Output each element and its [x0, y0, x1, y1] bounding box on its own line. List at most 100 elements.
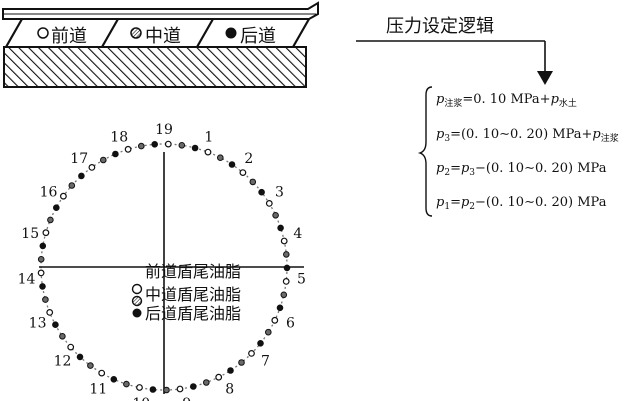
middle-grease-point: [68, 182, 76, 189]
ring-position-number: 3: [275, 185, 284, 201]
middle-grease-point: [283, 251, 290, 258]
ring-position-number: 7: [261, 354, 270, 370]
rear-grease-point: [277, 224, 284, 232]
middle-grease-point: [87, 362, 94, 369]
middle-grease-point: [217, 154, 224, 161]
rear-grease-point: [39, 283, 46, 290]
rear-grease-point: [76, 353, 84, 361]
front-grease-point: [98, 369, 106, 377]
middle-grease-point: [280, 291, 288, 299]
middle-grease-point: [249, 178, 257, 186]
middle-grease-point: [272, 212, 279, 219]
legend-middle-text: 中道盾尾油脂: [145, 285, 242, 304]
legend-rear-marker: [132, 308, 142, 318]
middle-grease-point: [163, 386, 170, 394]
middle-grease-point: [59, 333, 66, 340]
ring-position-number: 6: [286, 315, 295, 331]
middle-grease-point: [238, 359, 245, 366]
logic-arrow: [356, 40, 553, 85]
rear-grease-point: [258, 188, 265, 196]
ring-position-number: 12: [54, 354, 72, 370]
front-grease-point: [239, 169, 247, 177]
front-grease-point: [176, 385, 184, 393]
front-grease-point: [88, 163, 96, 171]
rear-grease-point: [276, 304, 284, 312]
front-grease-point: [37, 269, 45, 277]
middle-grease-point: [47, 216, 54, 224]
middle-grease-marker: [130, 27, 142, 39]
middle-grease-point: [178, 142, 186, 149]
ring-position-number: 13: [29, 315, 47, 331]
rear-grease-point: [190, 383, 197, 390]
brush-divider: [196, 18, 214, 48]
rear-grease-marker: [225, 27, 237, 39]
ring-position-number: 8: [225, 381, 234, 397]
formula-p1: p1=p2−(0. 10∼0. 20) MPa: [436, 195, 607, 212]
brush-divider: [292, 18, 310, 48]
ring-position-number: 17: [70, 151, 88, 167]
front-grease-point: [136, 384, 143, 391]
rear-grease-point: [110, 376, 118, 383]
rear-grease-point: [151, 141, 158, 148]
ring-position-number: 5: [297, 271, 306, 287]
front-grease-point: [215, 373, 223, 381]
rear-grease-point: [53, 204, 60, 211]
ring-position-number: 15: [21, 226, 39, 242]
legend-front-text: 前道盾尾油脂: [145, 262, 242, 281]
legend-front-marker: [131, 283, 143, 295]
tail-ring: 12345678910111213141516171819: [18, 122, 306, 401]
rear-grease-point: [283, 264, 291, 272]
front-grease-point: [271, 316, 279, 324]
ring-position-number: 10: [132, 396, 150, 401]
ring-position-number: 11: [89, 381, 107, 397]
rear-grease-point: [191, 144, 199, 152]
ring-position-number: 16: [40, 185, 58, 201]
rear-grease-point: [227, 367, 234, 374]
front-grease-point: [164, 140, 172, 148]
ring-grease-points: [37, 140, 291, 394]
front-grease-point: [248, 350, 255, 357]
ring-position-numbers: 12345678910111213141516171819: [18, 122, 306, 401]
formula-p2: p2=p3−(0. 10∼0. 20) MPa: [436, 161, 607, 178]
middle-grease-point: [42, 296, 49, 303]
ring-legend: [131, 283, 143, 318]
middle-grease-point: [37, 256, 45, 263]
ring-position-number: 4: [293, 226, 302, 242]
formula-p3: p3=(0. 10∼0. 20) MPa+p注浆: [436, 127, 619, 144]
front-grease-point: [42, 229, 50, 237]
ring-position-number: 14: [18, 271, 36, 287]
ring-position-number: 1: [204, 130, 213, 146]
middle-grease-point: [123, 380, 130, 388]
rear-grease-point: [257, 340, 264, 347]
front-grease-point: [282, 278, 290, 285]
middle-label: 中道: [145, 26, 181, 47]
middle-grease-point: [100, 156, 107, 164]
front-grease-point: [124, 145, 132, 153]
segment-lining: [3, 46, 307, 88]
ring-position-number: 9: [182, 396, 191, 401]
middle-grease-point: [203, 379, 210, 386]
front-label: 前道: [51, 26, 87, 47]
shield-tail-section: [2, 1, 319, 88]
brush-divider: [5, 18, 23, 48]
logic-title: 压力设定逻辑: [386, 16, 494, 37]
rear-grease-point: [78, 172, 85, 180]
steel-plate: [2, 1, 319, 20]
ring-position-number: 2: [244, 151, 253, 167]
middle-grease-point: [265, 328, 272, 336]
middle-grease-point: [138, 142, 145, 150]
rear-grease-point: [39, 242, 47, 250]
brush-divider: [101, 18, 119, 48]
front-grease-point: [265, 199, 273, 207]
front-grease-point: [280, 237, 288, 245]
rear-grease-point: [228, 161, 236, 168]
front-grease-point: [60, 192, 67, 200]
front-grease-point: [67, 343, 75, 351]
formula-grout-pressure: p注浆=0. 10 MPa+p水土: [436, 92, 577, 109]
front-grease-marker: [37, 27, 49, 39]
rear-grease-point: [149, 386, 157, 393]
legend-middle-marker: [131, 295, 143, 307]
legend-rear-text: 后道盾尾油脂: [145, 304, 242, 323]
front-grease-point: [204, 148, 212, 156]
